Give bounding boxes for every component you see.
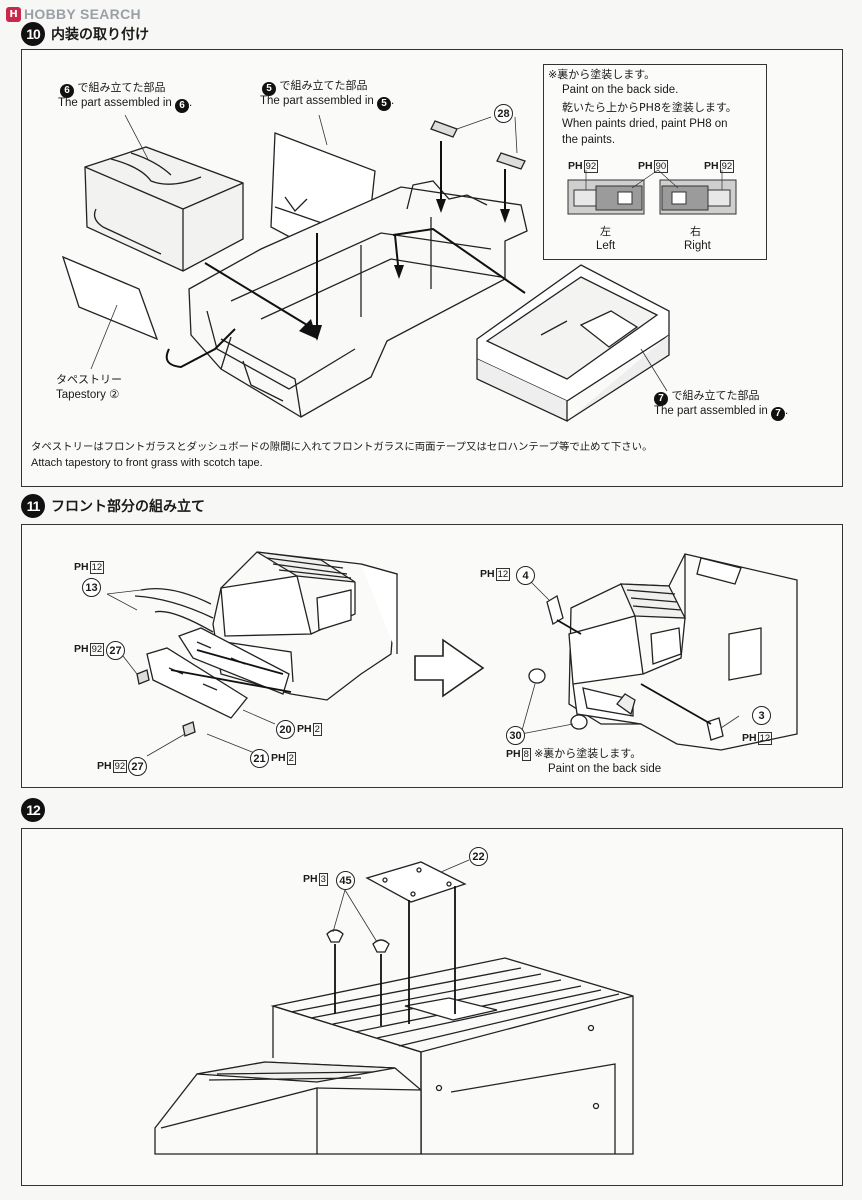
part7-marker: 7: [654, 391, 668, 406]
part5-marker-en: 5: [377, 96, 391, 111]
label-part5: 5 で組み立てた部品: [262, 78, 368, 96]
part-3-callout: 3: [752, 706, 771, 725]
hobby-search-logo: H HOBBY SEARCH: [6, 5, 141, 23]
part-20-callout: 20: [276, 720, 295, 739]
label-part7: 7 で組み立てた部品: [654, 388, 760, 406]
step10-header: 10 内装の取り付け: [21, 22, 149, 46]
paint-note-box: [543, 64, 767, 260]
label-part5-jp: で組み立てた部品: [279, 79, 368, 92]
step10-illustration: [61, 114, 670, 423]
note-line2: Paint on the back side.: [562, 84, 679, 96]
logo-text: HOBBY SEARCH: [24, 6, 141, 22]
right-label-en: Right: [684, 240, 711, 252]
part6-marker-en: 6: [175, 98, 189, 113]
part7-marker-en: 7: [771, 406, 785, 421]
instruction-jp: タペストリーはフロントガラスとダッシュボードの隙間に入れてフロントガラスに両面テ…: [31, 441, 653, 453]
step11-title: フロント部分の組み立て: [51, 499, 205, 515]
step12-header: 12: [21, 798, 45, 822]
note-line4: When paints dried, paint PH8 on: [562, 118, 728, 130]
step10-title: 内装の取り付け: [51, 27, 149, 43]
logo-icon: H: [6, 6, 21, 22]
step11-illustration: [106, 551, 798, 757]
step12-illustration: [154, 859, 634, 1155]
color-swatches: [567, 169, 737, 215]
tapestry-label-en: Tapestory: [56, 389, 106, 401]
tapestry-label-jp: タペストリー: [56, 373, 122, 386]
tapestry-label-en-line: Tapestory ②: [56, 388, 119, 403]
part-45-callout: 45: [336, 871, 355, 890]
note-30-en: Paint on the back side: [548, 763, 662, 775]
step10-number: 10: [21, 22, 45, 46]
part6-marker: 6: [60, 83, 74, 98]
right-label-jp: 右: [690, 225, 701, 238]
part-27b-callout: 27: [128, 757, 147, 776]
part-30-callout: 30: [506, 726, 525, 745]
label-part7-jp: で組み立てた部品: [671, 389, 760, 402]
tapestry-part-num: ②: [109, 389, 120, 401]
label-part5-en-line: The part assembled in 5.: [260, 95, 395, 111]
label-part6-en-line: The part assembled in 6.: [58, 97, 193, 113]
label-part7-en: The part assembled in: [654, 405, 768, 417]
label-part6: 6 で組み立てた部品: [60, 80, 166, 98]
label-part5-en: The part assembled in: [260, 95, 374, 107]
part-13-callout: 13: [82, 578, 101, 597]
left-label-en: Left: [596, 240, 616, 252]
label-part6-jp: で組み立てた部品: [77, 81, 166, 94]
note-line5: the paints.: [562, 134, 616, 146]
part-4-callout: 4: [516, 566, 535, 585]
part5-marker: 5: [262, 81, 276, 96]
instruction-en: Attach tapestory to front grass with sco…: [31, 457, 263, 469]
step11-number: 11: [21, 494, 45, 518]
part-27a-callout: 27: [106, 641, 125, 660]
part-22-callout: 22: [469, 847, 488, 866]
part-21-callout: 21: [250, 749, 269, 768]
step11-header: 11 フロント部分の組み立て: [21, 494, 205, 518]
step12-number: 12: [21, 798, 45, 822]
note-line1: ※裏から塗装します。: [548, 68, 656, 81]
label-part6-en: The part assembled in: [58, 97, 172, 109]
note-line3: 乾いたら上からPH8を塗装します。: [562, 101, 737, 114]
left-label-jp: 左: [600, 225, 611, 238]
note-30-jp: ※裏から塗装します。: [534, 747, 642, 760]
label-part7-en-line: The part assembled in 7.: [654, 405, 789, 421]
part-28-callout: 28: [494, 104, 513, 123]
